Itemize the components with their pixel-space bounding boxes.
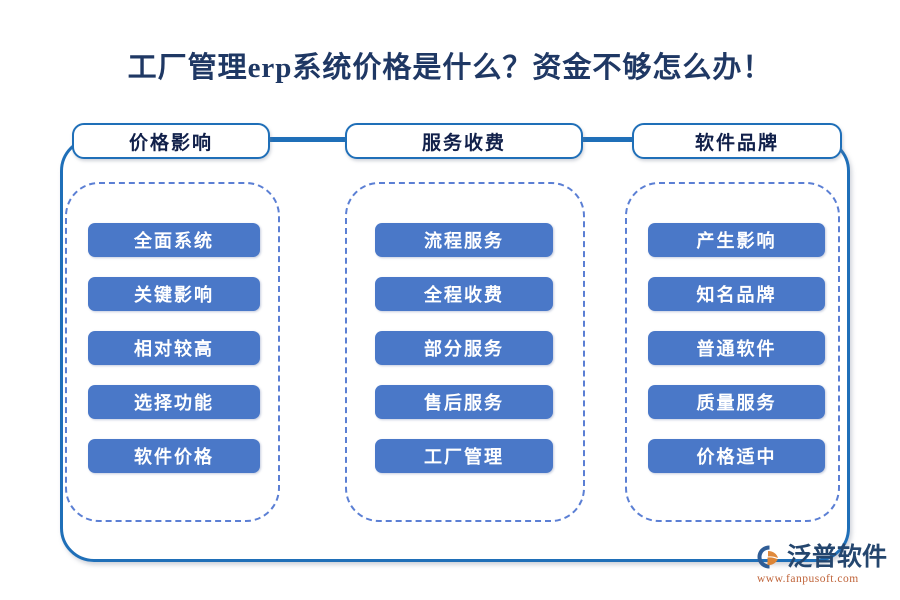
- item-pill[interactable]: 价格适中: [648, 439, 825, 473]
- connector-line-2: [581, 139, 634, 142]
- column-header-2[interactable]: 服务收费: [345, 123, 583, 159]
- item-column-3: 产生影响 知名品牌 普通软件 质量服务 价格适中: [648, 223, 825, 473]
- item-pill[interactable]: 普通软件: [648, 331, 825, 365]
- item-pill[interactable]: 售后服务: [375, 385, 553, 419]
- item-pill[interactable]: 软件价格: [88, 439, 260, 473]
- logo-url: www.fanpusoft.com: [757, 573, 859, 585]
- item-pill[interactable]: 流程服务: [375, 223, 553, 257]
- fanpu-logo-icon: [755, 543, 783, 571]
- item-pill[interactable]: 选择功能: [88, 385, 260, 419]
- dashed-group-2: [345, 182, 585, 522]
- column-header-1[interactable]: 价格影响: [72, 123, 270, 159]
- item-pill[interactable]: 知名品牌: [648, 277, 825, 311]
- item-pill[interactable]: 产生影响: [648, 223, 825, 257]
- dashed-group-1: [65, 182, 280, 522]
- item-pill[interactable]: 关键影响: [88, 277, 260, 311]
- item-pill[interactable]: 部分服务: [375, 331, 553, 365]
- item-pill[interactable]: 工厂管理: [375, 439, 553, 473]
- dashed-group-3: [625, 182, 840, 522]
- item-column-2: 流程服务 全程收费 部分服务 售后服务 工厂管理: [375, 223, 553, 473]
- item-pill[interactable]: 全程收费: [375, 277, 553, 311]
- column-header-3[interactable]: 软件品牌: [632, 123, 842, 159]
- item-pill[interactable]: 全面系统: [88, 223, 260, 257]
- brand-logo[interactable]: 泛普软件 www.fanpusoft.com: [755, 543, 895, 593]
- page-title: 工厂管理erp系统价格是什么？资金不够怎么办！: [127, 52, 773, 84]
- logo-name: 泛普软件: [787, 543, 888, 571]
- item-column-1: 全面系统 关键影响 相对较高 选择功能 软件价格: [88, 223, 260, 473]
- item-pill[interactable]: 相对较高: [88, 331, 260, 365]
- item-pill[interactable]: 质量服务: [648, 385, 825, 419]
- connector-line-1: [268, 139, 347, 142]
- logo-row: 泛普软件: [755, 543, 895, 571]
